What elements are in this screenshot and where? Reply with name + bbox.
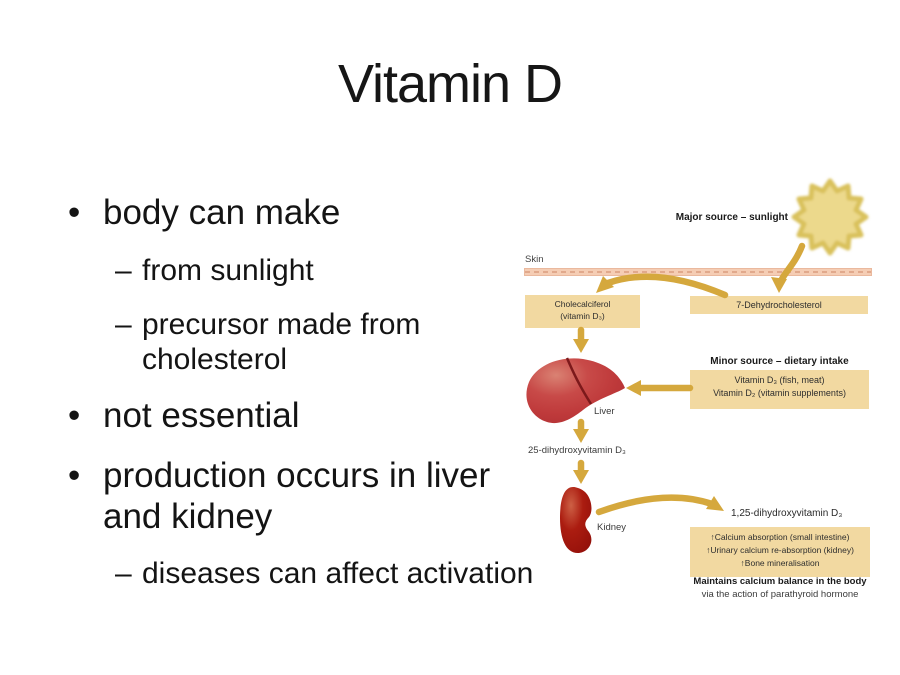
arrow-kidney-to-vd125 (595, 494, 716, 516)
vd125-label: 1,25-dihydroxyvitamin D₃ (731, 508, 843, 519)
dietary-intake-box: Vitamin D₃ (fish, meat) Vitamin D₂ (vita… (690, 370, 869, 409)
vd25-label: 25-dihydroxyvitamin D₃ (528, 445, 626, 456)
slide-title: Vitamin D (337, 54, 563, 114)
arrowhead-vd25 (573, 429, 589, 443)
sub-bullet-item: – precursor made from cholesterol (115, 307, 552, 377)
arrow-dehydro-to-chole (604, 273, 729, 299)
sub-bullet-item: – from sunlight (115, 253, 552, 288)
cholecalciferol-line2: (vitamin D₃) (560, 311, 605, 322)
maintains-balance-label: Maintains calcium balance in the body (693, 576, 867, 587)
cholecalciferol-box: Cholecalciferol (vitamin D₃) (525, 295, 640, 328)
arrowhead-kidney-top (573, 470, 589, 484)
bullet-item: • not essential (68, 396, 552, 437)
dash-marker: – (115, 557, 132, 591)
dash-marker: – (115, 308, 132, 342)
arrowhead-dietary (626, 380, 641, 396)
arrowhead-vd125 (706, 496, 724, 511)
skin-label: Skin (525, 254, 544, 265)
bullet-item: • production occurs in liver and kidney (68, 456, 552, 538)
dietary-line1: Vitamin D₃ (fish, meat) (734, 375, 825, 385)
bullet-text: production occurs in liver and kidney (103, 456, 491, 537)
vitamin-d-pathway-diagram: Major source – sunlight Skin Cholecalcif… (515, 170, 895, 620)
parathyroid-label: via the action of parathyroid hormone (701, 589, 859, 600)
bullet-marker: • (68, 193, 81, 232)
kidney-illustration (560, 486, 592, 554)
bullet-text: not essential (103, 396, 300, 436)
sun-icon (791, 178, 869, 256)
effect-urinary-reabsorption: ↑Urinary calcium re-absorption (kidney) (706, 545, 854, 556)
bullet-marker: • (68, 456, 81, 496)
effects-box: ↑Calcium absorption (small intestine) ↑U… (690, 527, 870, 577)
effect-bone-mineralisation: ↑Bone mineralisation (740, 558, 820, 569)
cholecalciferol-line1: Cholecalciferol (554, 299, 611, 309)
arrowhead-chole (596, 276, 614, 293)
sub-bullet-text: precursor made from cholesterol (142, 308, 421, 377)
arrowheads (573, 276, 787, 511)
bullet-item: • body can make (68, 193, 552, 234)
arrowhead-sun (771, 277, 787, 293)
sub-bullet-text: from sunlight (142, 253, 314, 287)
kidney-shape (560, 486, 592, 554)
arrowhead-liver-top (573, 339, 589, 353)
major-source-label: Major source – sunlight (675, 212, 788, 223)
effect-calcium-absorption: ↑Calcium absorption (small intestine) (710, 532, 850, 542)
liver-shape (526, 358, 625, 424)
bullet-text: body can make (103, 193, 341, 232)
arrow-sun-to-dehydro (777, 242, 806, 285)
dash-marker: – (115, 253, 132, 287)
sub-bullet-text: diseases can affect activation (142, 557, 534, 591)
dehydrocholesterol-box: 7-Dehydrocholesterol (690, 296, 868, 314)
bullet-list: • body can make – from sunlight – precur… (68, 193, 552, 591)
liver-label: Liver (594, 406, 615, 417)
bullet-marker: • (68, 396, 81, 436)
dietary-line2: Vitamin D₂ (vitamin supplements) (713, 388, 846, 399)
skin-layer-bar (524, 268, 872, 276)
liver-illustration (526, 357, 625, 424)
pathway-graphics (526, 178, 869, 554)
kidney-label: Kidney (597, 522, 627, 533)
liver-fissure (565, 357, 593, 405)
minor-source-label: Minor source – dietary intake (710, 356, 849, 367)
sub-bullet-item: – diseases can affect activation (115, 556, 552, 591)
